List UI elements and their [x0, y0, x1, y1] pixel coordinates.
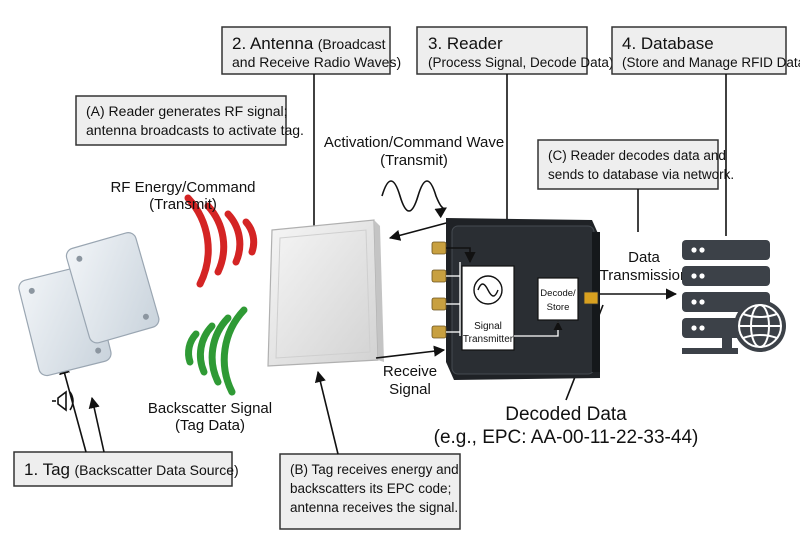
- globe-icon: [734, 300, 786, 352]
- data-transmission-label-2: Transmission: [600, 267, 689, 284]
- signal-transmitter-label-1: Signal: [474, 321, 502, 332]
- note-b-line-1: (B) Tag receives energy and: [290, 462, 459, 477]
- decoded-data-example: (e.g., EPC: AA-00-11-22-33-44): [434, 427, 699, 448]
- note-c-box: (C) Reader decodes data and sends to dat…: [537, 139, 734, 190]
- tag-label-box: 1. Tag (Backscatter Data Source): [13, 451, 239, 487]
- rfid-tag-icon: [18, 232, 160, 377]
- receive-signal-label-2: Signal: [389, 381, 431, 398]
- decode-store-label-1: Decode/: [540, 288, 576, 299]
- tag-title: 1. Tag: [24, 460, 70, 479]
- rfid-reader-icon: Signal Transmitter Decode/ Store: [431, 218, 600, 380]
- database-title: 4. Database: [622, 34, 714, 53]
- reader-subtitle: (Process Signal, Decode Data): [428, 55, 613, 70]
- antenna-label-box: 2. Antenna (Broadcast and Receive Radio …: [221, 26, 401, 75]
- note-a-line-2: antenna broadcasts to activate tag.: [86, 122, 304, 138]
- svg-text:1. Tag (Backscatter Data Sourc: 1. Tag (Backscatter Data Source): [24, 460, 239, 479]
- ethernet-port-icon: [583, 291, 599, 305]
- note-a-box: (A) Reader generates RF signal; antenna …: [75, 95, 304, 146]
- note-c-line-2: sends to database via network.: [548, 167, 734, 182]
- panel-antenna-icon: [267, 219, 384, 367]
- svg-text:2. Antenna (Broadcast: 2. Antenna (Broadcast: [232, 34, 386, 53]
- note-b-arrow: [314, 370, 339, 455]
- data-transmission-label-1: Data: [628, 249, 660, 266]
- signal-transmitter-module: [461, 265, 515, 351]
- activation-arrow: [388, 221, 451, 241]
- note-b-line-3: antenna receives the signal.: [290, 500, 458, 515]
- decode-store-label-2: Store: [547, 302, 570, 313]
- backscatter-label-1: Backscatter Signal: [148, 400, 272, 417]
- backscatter-wave-arcs: [185, 306, 248, 396]
- server-rack-icon: [682, 240, 770, 354]
- note-c-line-1: (C) Reader decodes data and: [548, 148, 726, 163]
- database-subtitle: (Store and Manage RFID Data): [622, 55, 800, 70]
- reader-title: 3. Reader: [428, 34, 503, 53]
- antenna-subtitle-1: (Broadcast: [318, 36, 386, 52]
- receive-signal-label-1: Receive: [383, 363, 437, 380]
- tag-arrow-1: [59, 362, 87, 453]
- decode-store-module: [537, 277, 579, 321]
- transmit-wave-arcs: [184, 194, 258, 288]
- note-a-line-1: (A) Reader generates RF signal;: [86, 103, 288, 119]
- reader-label-box: 3. Reader (Process Signal, Decode Data): [416, 26, 613, 75]
- antenna-title: 2. Antenna: [232, 34, 314, 53]
- signal-transmitter-label-2: Transmitter: [463, 334, 514, 345]
- receive-signal-arrow: [375, 345, 446, 359]
- tag-arrow-2: [88, 396, 105, 453]
- rf-energy-label-2: (Transmit): [149, 196, 217, 213]
- decoded-data-title: Decoded Data: [505, 404, 627, 425]
- activation-wave-label-2: (Transmit): [380, 152, 448, 169]
- database-label-box: 4. Database (Store and Manage RFID Data): [611, 26, 800, 75]
- antenna-subtitle-2: and Receive Radio Waves): [232, 54, 401, 70]
- activation-wave-label-1: Activation/Command Wave: [324, 134, 504, 151]
- rf-energy-label-1: RF Energy/Command: [110, 179, 255, 196]
- tag-subtitle: (Backscatter Data Source): [74, 462, 238, 478]
- tag-emitter-icon: [52, 390, 74, 412]
- note-b-box: (B) Tag receives energy and backscatters…: [279, 453, 461, 530]
- backscatter-label-2: (Tag Data): [175, 417, 245, 434]
- sine-wave-icon: [381, 180, 447, 219]
- note-b-line-2: backscatters its EPC code;: [290, 481, 451, 496]
